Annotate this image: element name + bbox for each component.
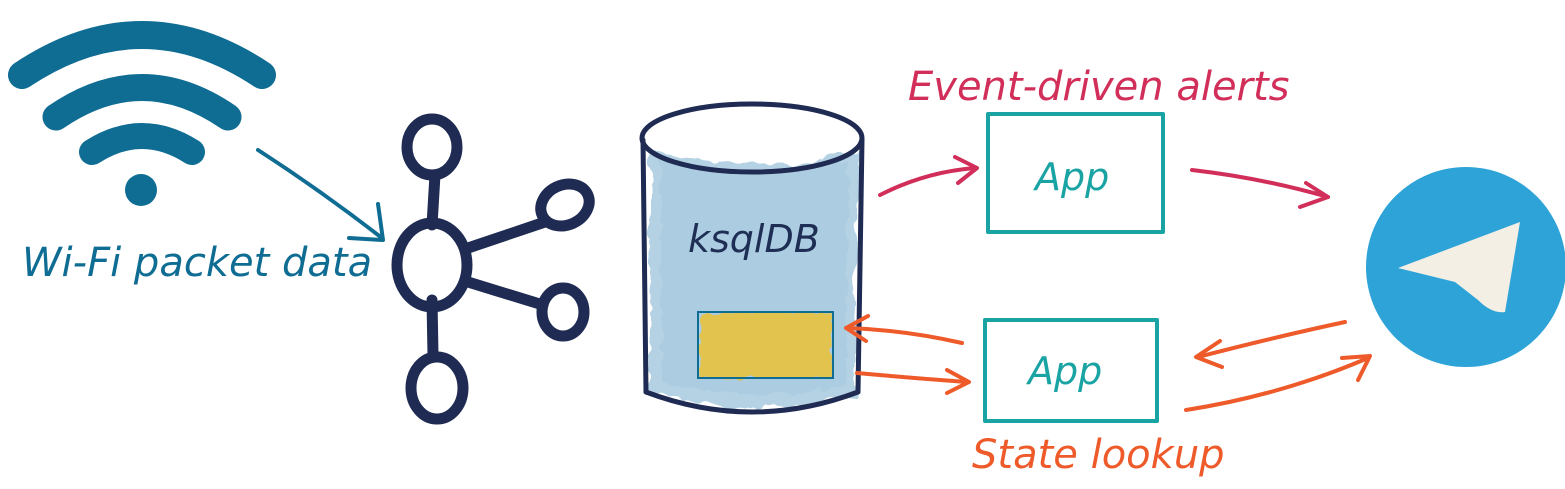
wifi-icon [8,21,276,206]
telegram-icon [1366,167,1565,367]
ksqldb-label: ksqlDB [688,217,820,261]
app-box-top [986,112,1165,234]
arrow-app-bottom-to-db [844,314,964,345]
arrow-app-bottom-to-telegram [1184,354,1372,412]
arrow-telegram-to-app-bottom [1194,320,1347,369]
state-lookup-label: State lookup [972,432,1225,478]
arrow-app-top-to-telegram [1190,168,1330,209]
arrow-db-to-app-top [878,155,979,197]
arrow-wifi-to-broker [256,148,385,242]
wifi-label: Wi-Fi packet data [22,240,372,286]
app-box-bottom [983,318,1159,423]
arrow-db-to-app-bottom [855,368,971,395]
state-store [697,311,834,379]
app-top-label: App [1032,155,1109,199]
app-bottom-label: App [1025,349,1102,393]
event-driven-alerts-label: Event-driven alerts [908,64,1290,110]
kafka-icon [391,113,595,425]
